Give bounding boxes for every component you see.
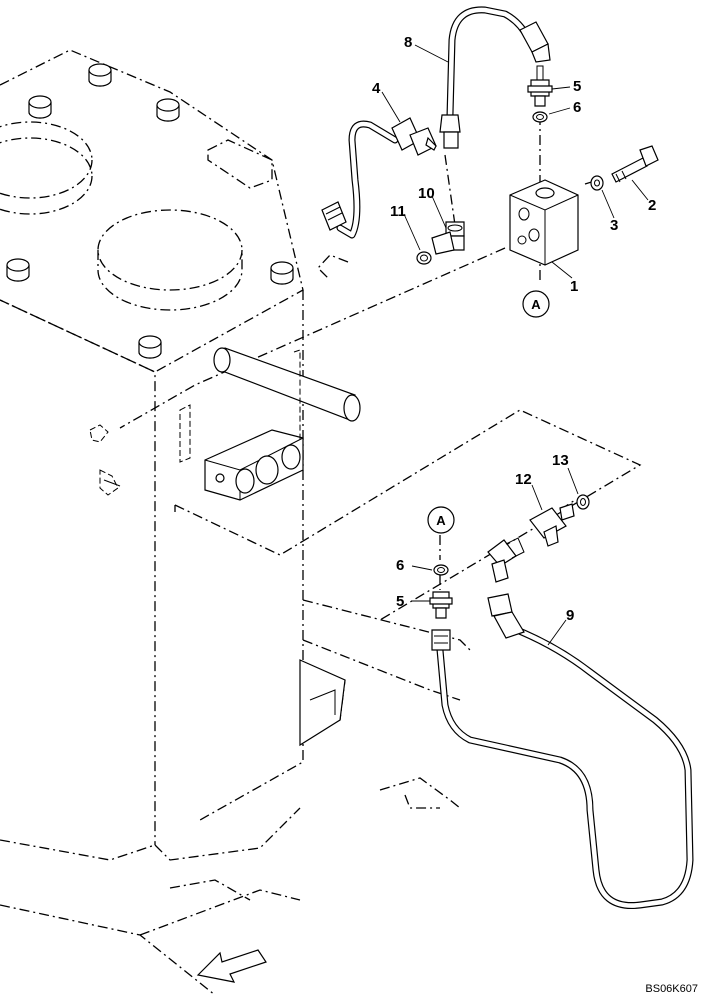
- callout-5-bottom: 5: [396, 593, 404, 610]
- bolt-cap: [88, 63, 112, 87]
- callout-12: 12: [515, 471, 532, 488]
- tank-bolt-caps: [6, 63, 294, 359]
- bolt-cap: [28, 95, 52, 119]
- reference-letter-top: A: [531, 297, 541, 312]
- direction-arrow: [196, 949, 267, 983]
- elbow-fitting-bottom: [487, 537, 525, 583]
- valve-block: [509, 179, 579, 266]
- reference-marker-top: A: [522, 290, 550, 318]
- fitting-top: [527, 65, 553, 107]
- elbow-fitting-top: [431, 221, 465, 255]
- callout-5-top: 5: [573, 78, 581, 95]
- o-ring-top: [532, 111, 548, 123]
- o-ring-right: [576, 494, 590, 510]
- reference-letter-bottom: A: [436, 513, 446, 528]
- callout-10: 10: [418, 185, 435, 202]
- callout-13: 13: [552, 452, 569, 469]
- pressure-switch: [529, 503, 575, 547]
- washer: [590, 175, 604, 191]
- callout-8: 8: [404, 34, 412, 51]
- callout-3: 3: [610, 217, 618, 234]
- lower-frame: [299, 659, 346, 747]
- bolt-cap: [156, 98, 180, 122]
- side-manifold-block: [179, 349, 304, 501]
- callouts: 8 4 5 6 10 11 2 3 1 12 13 6 5 9: [372, 34, 656, 624]
- callout-4: 4: [372, 80, 381, 97]
- tank-pipe-stub: [213, 347, 361, 422]
- o-ring-left: [416, 251, 432, 265]
- bolt-cap: [6, 258, 30, 282]
- callout-6-bottom: 6: [396, 557, 404, 574]
- hose-bottom: [431, 593, 694, 910]
- callout-2: 2: [648, 197, 656, 214]
- hose-top: [439, 6, 551, 149]
- fitting-bottom: [429, 591, 453, 619]
- reference-marker-bottom: A: [427, 506, 455, 534]
- callout-1: 1: [570, 278, 578, 295]
- o-ring-bottom: [433, 564, 449, 576]
- pressure-sensor: [321, 117, 437, 239]
- bolt-cap: [138, 335, 162, 359]
- leader-lines: [381, 44, 649, 646]
- drawing-code: BS06K607: [645, 983, 698, 995]
- callout-6-top: 6: [573, 99, 581, 116]
- bolt: [611, 145, 659, 183]
- callout-9: 9: [566, 607, 574, 624]
- callout-11: 11: [390, 203, 406, 220]
- hidden-screw: [89, 424, 121, 496]
- bolt-cap: [270, 261, 294, 285]
